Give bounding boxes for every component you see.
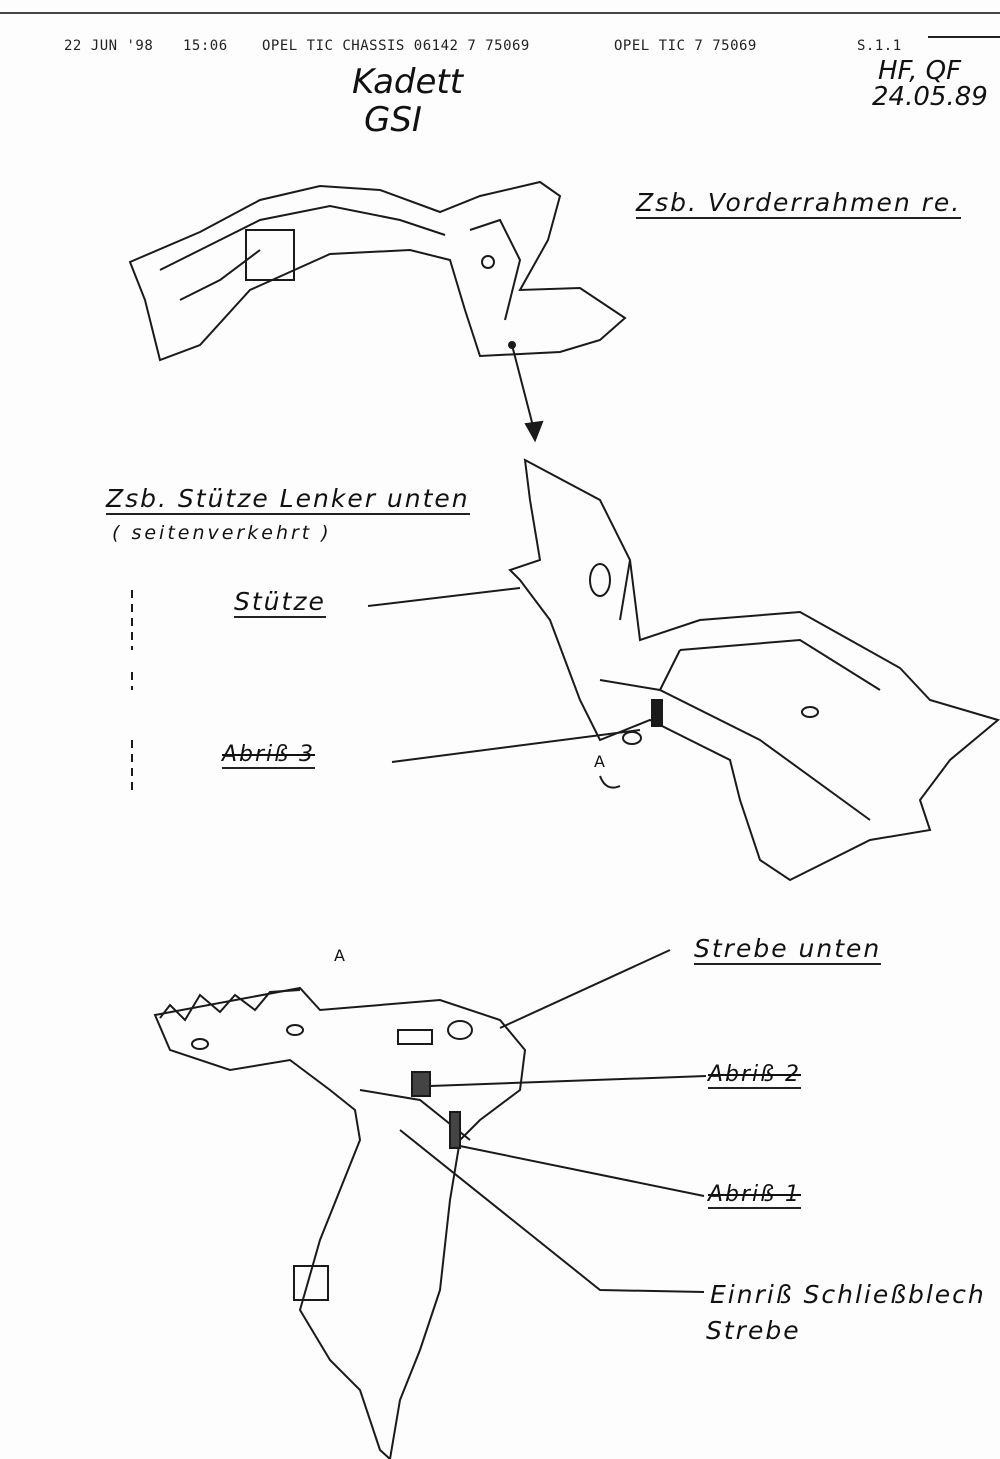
label-crack-line2: Strebe [706,1316,801,1345]
fax-sender: OPEL TIC CHASSIS 06142 7 75069 [262,38,530,54]
leader-tear-1 [459,1145,705,1197]
label-tear-2: Abriß 2 [708,1062,802,1089]
handwritten-initials: HF, QF [878,56,962,86]
view-a-title: A [334,946,347,965]
fax-date: 22 JUN '98 [64,38,154,54]
top-scan-edge [0,12,1000,14]
leader-support [367,587,521,607]
handwritten-date: 24.05.89 [872,82,988,112]
leader-tear-3 [391,729,641,763]
handwritten-model: Kadett [352,62,464,102]
leader-strut-lower [499,949,671,1029]
support-assembly-drawing [508,458,1000,882]
label-support-assembly: Zsb. Stütze Lenker unten [106,484,470,515]
fax-page: S.1.1 [857,38,902,54]
leader-arrow [511,344,535,431]
rotation-arrow-icon [599,775,621,789]
label-front-frame: Zsb. Vorderrahmen re. [636,188,962,219]
arrow-head-icon [524,420,544,443]
label-mirrored: ( seitenverkehrt ) [112,522,332,544]
header-rule [928,36,1000,38]
strut-drawing [153,986,527,1459]
leader-tear-2 [429,1075,707,1087]
label-tear-1: Abriß 1 [708,1182,802,1209]
label-support: Stütze [234,587,326,618]
view-marker-a: A [594,752,607,771]
front-frame-drawing [128,180,627,362]
fax-recipient: OPEL TIC 7 75069 [614,38,757,54]
label-strut-lower: Strebe unten [694,934,882,965]
handwritten-variant: GSI [364,100,422,140]
label-tear-3: Abriß 3 [222,742,316,769]
leader-crack [399,1129,705,1293]
label-crack-line1: Einriß Schließblech [710,1280,986,1309]
fax-time: 15:06 [183,38,228,54]
